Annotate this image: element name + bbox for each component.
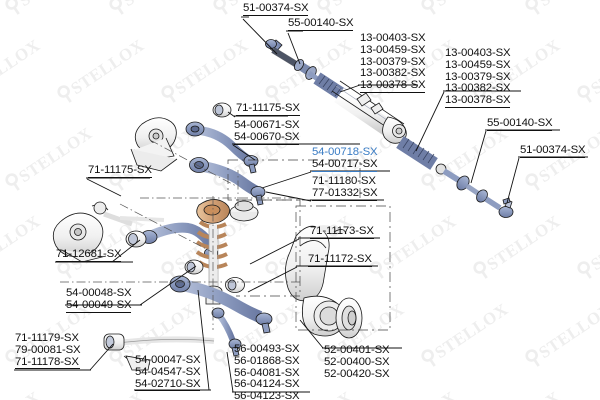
label-line: 13-00382-SX bbox=[445, 82, 511, 95]
bushing-rear-upper bbox=[125, 230, 147, 248]
label-line: 71-11178-SX bbox=[15, 355, 79, 368]
label-52-group[interactable]: 52-00401-SX 52-00400-SX 52-00420-SX bbox=[324, 344, 390, 380]
label-line: 71-11172-SX bbox=[308, 253, 372, 265]
construction-lines bbox=[60, 139, 300, 330]
label-71-1117x-bottom-left[interactable]: 71-11179-SX 79-00081-SX 71-11178-SX bbox=[15, 332, 81, 370]
label-line: 54-00049-SX bbox=[66, 298, 132, 311]
label-line: 54-00671-SX bbox=[234, 119, 300, 131]
label-54-0071x-highlighted[interactable]: 54-00718-SX 54-00717-SX bbox=[312, 146, 378, 172]
label-line: 13-00379-SX bbox=[445, 70, 511, 83]
label-line: 77-01332-SX bbox=[312, 186, 378, 199]
strut-mount-bearing bbox=[229, 200, 259, 222]
label-line: 56-04124-SX bbox=[234, 378, 300, 391]
label-line: 71-11173-SX bbox=[310, 225, 374, 237]
label-55-00140-right[interactable]: 55-00140-SX bbox=[487, 117, 553, 131]
front-lower-link bbox=[189, 157, 266, 206]
label-line: 13-00378-SX bbox=[445, 94, 511, 107]
label-line: 56-01868-SX bbox=[234, 354, 300, 367]
bushing-upper bbox=[212, 102, 232, 118]
label-line: 54-00048-SX bbox=[66, 287, 132, 299]
steering-knuckle-hub bbox=[285, 225, 363, 339]
label-54-0067x[interactable]: 54-00671-SX 54-00670-SX bbox=[234, 119, 300, 145]
label-line: 52-00400-SX bbox=[324, 355, 390, 368]
label-line: 79-00081-SX bbox=[15, 343, 81, 356]
lower-left-carrier bbox=[52, 201, 165, 263]
label-line: 54-00717-SX bbox=[312, 157, 378, 170]
label-line: 71-11179-SX bbox=[15, 332, 79, 344]
lower-control-arm bbox=[169, 259, 273, 334]
label-line: 54-04547-SX bbox=[135, 365, 201, 378]
label-line: 71-11175-SX bbox=[88, 164, 152, 176]
label-line: 51-00374-SX bbox=[243, 2, 309, 14]
steering-rack-assembly bbox=[265, 39, 514, 218]
label-line: 52-00401-SX bbox=[324, 344, 390, 356]
label-line: 55-00140-SX bbox=[487, 117, 553, 129]
label-51-00374-top[interactable]: 51-00374-SX bbox=[243, 2, 309, 16]
label-13-group-left[interactable]: 13-00403-SX 13-00459-SX 13-00379-SX 13-0… bbox=[360, 32, 426, 93]
label-line: 56-04123-SX bbox=[234, 390, 300, 400]
label-71-11180[interactable]: 71-11180-SX 77-01332-SX bbox=[312, 175, 378, 201]
stabilizer-bushing bbox=[103, 333, 125, 351]
label-55-00140-top[interactable]: 55-00140-SX bbox=[288, 17, 354, 31]
label-line: 13-00379-SX bbox=[360, 55, 426, 68]
label-line: 51-00374-SX bbox=[520, 144, 586, 156]
label-line: 13-00459-SX bbox=[360, 43, 426, 56]
reference-boxes bbox=[227, 159, 391, 331]
label-line: 56-04081-SX bbox=[234, 366, 300, 379]
stabilizer-link bbox=[211, 307, 242, 357]
label-line: 13-00459-SX bbox=[445, 58, 511, 71]
label-line: 13-00403-SX bbox=[445, 47, 511, 59]
label-line: 71-11180-SX bbox=[312, 175, 376, 187]
label-71-11175-left[interactable]: 71-11175-SX bbox=[88, 164, 152, 178]
label-line: 54-02710-SX bbox=[135, 377, 201, 390]
label-line: 54-00670-SX bbox=[234, 130, 300, 143]
label-71-11175-mid[interactable]: 71-11175-SX bbox=[236, 102, 300, 116]
label-line: 52-00420-SX bbox=[324, 367, 390, 380]
label-71-11172[interactable]: 71-11172-SX bbox=[308, 253, 372, 267]
label-71-11173[interactable]: 71-11173-SX bbox=[310, 225, 374, 239]
label-51-00374-right[interactable]: 51-00374-SX bbox=[520, 144, 586, 158]
label-line: 13-00403-SX bbox=[360, 32, 426, 44]
label-13-group-right[interactable]: 13-00403-SX 13-00459-SX 13-00379-SX 13-0… bbox=[445, 47, 511, 108]
label-line: 71-12681-SX bbox=[56, 248, 122, 260]
label-56-group[interactable]: 56-00493-SX 56-01868-SX 56-04081-SX 56-0… bbox=[234, 343, 300, 400]
label-line: 13-00382-SX bbox=[360, 67, 426, 80]
label-54-000xx-bottom[interactable]: 54-00047-SX 54-04547-SX 54-02710-SX bbox=[135, 354, 201, 392]
label-71-12681[interactable]: 71-12681-SX bbox=[56, 248, 122, 262]
upper-control-arm bbox=[185, 102, 259, 174]
label-line: 13-00378-SX bbox=[360, 79, 426, 92]
label-line: 55-00140-SX bbox=[288, 17, 354, 29]
label-54-0004x[interactable]: 54-00048-SX 54-00049-SX bbox=[66, 287, 132, 313]
label-line: 54-00047-SX bbox=[135, 354, 201, 366]
left-subframe-bracket bbox=[130, 117, 178, 172]
label-line: 56-00493-SX bbox=[234, 343, 300, 355]
stabilizer-bar bbox=[103, 333, 215, 371]
bushing-lower-rear bbox=[225, 277, 245, 293]
label-line-highlighted: 54-00718-SX bbox=[312, 146, 378, 158]
label-line: 71-11175-SX bbox=[236, 102, 300, 114]
